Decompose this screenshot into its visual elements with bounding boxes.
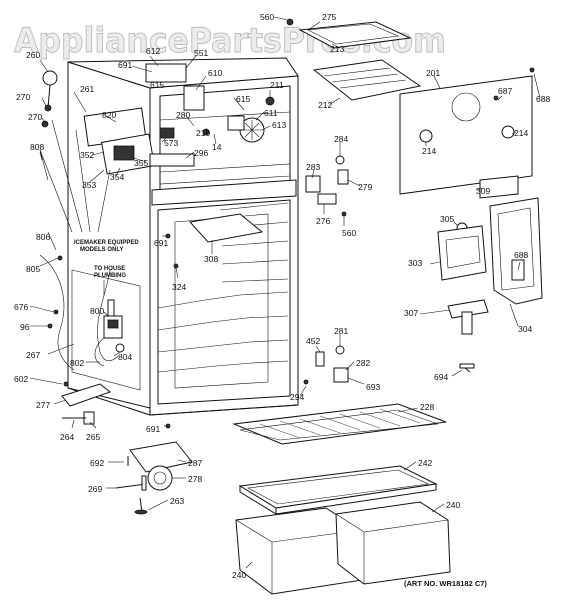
callout-213: 213 [330,44,344,54]
callout-676: 676 [14,302,28,312]
callout-294: 294 [290,392,304,402]
callout-805: 805 [26,264,40,274]
art-number: (ART NO. WR18182 C7) [404,579,487,588]
callout-278: 278 [188,474,202,484]
callout-560: 560 [260,12,274,22]
callout-304: 304 [518,324,532,334]
callout-551: 551 [194,48,208,58]
callout-214-right: 214 [514,128,528,138]
evaporator-cover-panel [399,67,535,195]
callout-260: 260 [26,50,40,60]
callout-800: 800 [90,306,104,316]
lower-hardware [315,345,475,383]
callout-820: 820 [102,110,116,120]
plumbing-note-line2: PLUMBING [94,273,126,279]
callout-615-upper: 615 [150,80,164,90]
callout-284: 284 [334,134,348,144]
damper-control-assembly [437,197,543,335]
callout-210: 210 [196,128,210,138]
freezer-shelf [189,213,264,243]
callout-611: 611 [264,108,278,118]
callout-804: 804 [118,352,132,362]
freezer-fan-controls [145,63,275,167]
callout-303: 303 [408,258,422,268]
callout-240-right: 240 [446,500,460,510]
callout-277: 277 [36,400,50,410]
callout-96: 96 [20,322,30,332]
callout-labels: 560 275 213 260 612 691 551 610 615 201 … [14,12,550,580]
callout-613: 613 [272,120,286,130]
shelf-supports-upper [305,155,349,217]
callout-802: 802 [70,358,84,368]
callout-264: 264 [60,432,74,442]
callout-270-lower: 270 [28,112,42,122]
callout-691-lower: 691 [146,424,160,434]
callout-694: 694 [434,372,448,382]
callout-296: 296 [194,148,208,158]
leader-lines [29,16,541,569]
callout-281: 281 [334,326,348,336]
callout-263: 263 [170,496,184,506]
callout-240-left: 240 [232,570,246,580]
callout-452: 452 [306,336,320,346]
callout-261: 261 [80,84,94,94]
callout-305: 305 [440,214,454,224]
callout-275: 275 [322,12,336,22]
callout-276: 276 [316,216,330,226]
callout-610: 610 [208,68,222,78]
callout-353: 353 [82,180,96,190]
callout-265: 265 [86,432,100,442]
hinge-and-leveling-parts [61,383,193,515]
callout-287: 287 [188,458,202,468]
icemaker-note-line2: MODELS ONLY [80,247,123,253]
rating-plate [479,175,519,199]
callout-806: 806 [36,232,50,242]
callout-270-upper: 270 [16,92,30,102]
left-side-panel [39,254,141,391]
callout-267: 267 [26,350,40,360]
callout-269: 269 [88,484,102,494]
callout-808: 808 [30,142,44,152]
callout-560-lower: 560 [342,228,356,238]
crisper-cover-242 [238,465,438,515]
icemaker-note-line1: ICEMAKER EQUIPPED [74,240,139,246]
callout-308: 308 [204,254,218,264]
water-valve-assembly [94,299,125,367]
plumbing-note-line1: TO HOUSE [94,266,125,272]
glass-shelf-228 [232,403,447,445]
callout-688-lower: 688 [514,250,528,260]
callout-692: 692 [90,458,104,468]
callout-688-upper: 688 [536,94,550,104]
callout-687: 687 [498,86,512,96]
callout-612: 612 [146,46,160,56]
icemaker-assembly [39,70,155,181]
callout-354: 354 [110,172,124,182]
callout-693: 693 [366,382,380,392]
callout-615-lower: 615 [236,94,250,104]
callout-280: 280 [176,110,190,120]
callout-324: 324 [172,282,186,292]
callout-242: 242 [418,458,432,468]
callout-14: 14 [212,142,222,152]
callout-309: 309 [476,186,490,196]
callout-602: 602 [14,374,28,384]
callout-691: 691 [118,60,132,70]
callout-283: 283 [306,162,320,172]
callout-279: 279 [358,182,372,192]
callout-282: 282 [356,358,370,368]
callout-201: 201 [426,68,440,78]
callout-211: 211 [270,80,284,90]
air-duct-parts [286,18,422,101]
callout-691-mid: 691 [154,238,168,248]
callout-307: 307 [404,308,418,318]
callout-355: 355 [134,158,148,168]
callout-228: 228 [420,402,434,412]
icemaker-note-arrows [39,119,111,296]
crisper-drawers [235,501,451,595]
callout-352: 352 [80,150,94,160]
callout-214-left: 214 [422,146,436,156]
callout-573: 573 [164,138,178,148]
callout-212: 212 [318,100,332,110]
